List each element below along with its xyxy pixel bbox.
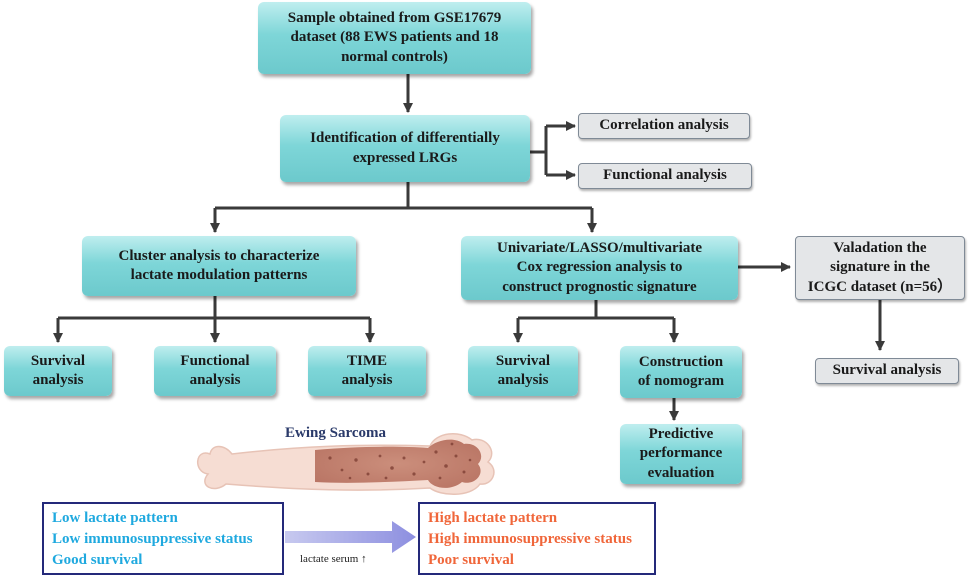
low-lactate-box: Low lactate pattern Low immunosuppressiv… — [42, 502, 284, 575]
functional-top-box: Functional analysis — [578, 163, 752, 189]
arrow-note: lactate serum ↑ — [300, 553, 367, 565]
transition-arrow-icon — [285, 521, 416, 553]
high-lactate-box: High lactate pattern High immunosuppress… — [418, 502, 656, 575]
correlation-box: Correlation analysis — [578, 113, 750, 139]
illustration-title: Ewing Sarcoma — [285, 425, 386, 441]
survival-right-box: Survival analysis — [815, 358, 959, 384]
bone-icon — [197, 433, 495, 495]
